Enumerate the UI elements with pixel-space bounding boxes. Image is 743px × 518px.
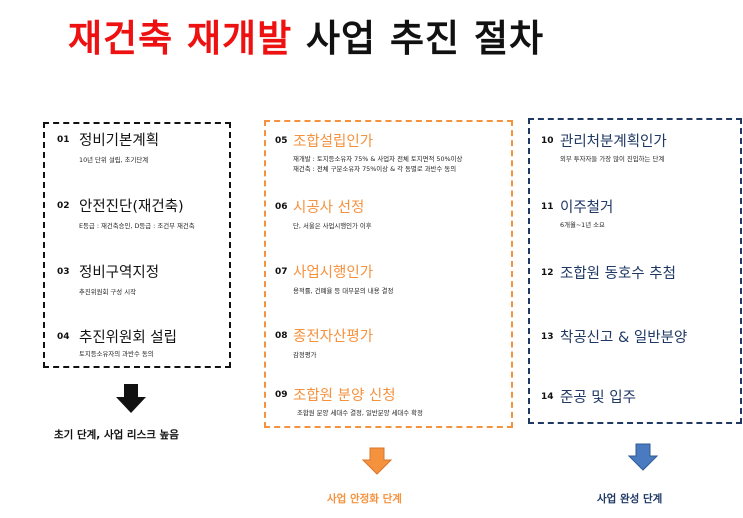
step-label: 시공사 선정 bbox=[293, 200, 365, 216]
step-number: 11 bbox=[541, 202, 554, 212]
step-number: 12 bbox=[541, 268, 554, 278]
step-number: 06 bbox=[275, 202, 288, 212]
step-description: 용적률, 건폐율 등 대부분의 내용 결정 bbox=[293, 287, 394, 295]
step-description: 감정평가 bbox=[293, 351, 317, 359]
step-label: 안전진단(재건축) bbox=[79, 199, 184, 215]
step-description: 토지등소유자의 과반수 동의 bbox=[79, 350, 154, 358]
step-label: 조합원 동호수 추첨 bbox=[560, 266, 676, 282]
step-description: 재개발 : 토지등소유자 75% & 사업자 전체 토지면적 50%이상 bbox=[293, 155, 463, 163]
step-number: 13 bbox=[541, 332, 554, 342]
step-number: 03 bbox=[57, 267, 70, 277]
phase-box-stabilization: 05 조합설립인가 재개발 : 토지등소유자 75% & 사업자 전체 토지면적… bbox=[264, 120, 513, 428]
page-title: 재건축 재개발 사업 추진 절차 bbox=[68, 14, 544, 64]
step-number: 01 bbox=[57, 135, 70, 145]
step-number: 08 bbox=[275, 331, 288, 341]
step-description: 10년 단위 설립, 초기단계 bbox=[79, 156, 149, 164]
step-label: 조합설립인가 bbox=[293, 134, 374, 150]
title-highlight: 재건축 재개발 bbox=[68, 17, 293, 60]
step-label: 조합원 분양 신청 bbox=[293, 388, 396, 404]
phase-box-completion: 10 관리처분계획인가 외부 투자자들 가장 많이 진입하는 단계 11 이주철… bbox=[528, 118, 742, 424]
step-description: 재건축 : 전체 구분소유자 75%이상 & 각 동별로 과반수 동의 bbox=[293, 165, 457, 173]
phase-box-initial: 01 정비기본계획 10년 단위 설립, 초기단계 02 안전진단(재건축) E… bbox=[43, 122, 231, 368]
step-number: 09 bbox=[275, 390, 288, 400]
step-label: 정비기본계획 bbox=[79, 133, 160, 149]
step-label: 사업시행인가 bbox=[293, 265, 374, 281]
step-number: 04 bbox=[57, 332, 70, 342]
step-description: 6개월~1년 소요 bbox=[560, 221, 605, 229]
step-description: E등급 : 재건축승인, D등급 : 조건부 재건축 bbox=[79, 222, 195, 230]
step-number: 10 bbox=[541, 136, 554, 146]
step-number: 02 bbox=[57, 201, 70, 211]
step-label: 종전자산평가 bbox=[293, 329, 374, 345]
step-number: 05 bbox=[275, 136, 288, 146]
stage-label-stabilization: 사업 안정화 단계 bbox=[327, 493, 402, 505]
step-description: 조합원 분양 세대수 결정, 일반분양 세대수 확정 bbox=[297, 409, 423, 417]
step-number: 07 bbox=[275, 267, 288, 277]
step-label: 착공신고 & 일반분양 bbox=[560, 330, 688, 346]
step-description: 단, 서울은 사업시행인가 이후 bbox=[293, 222, 372, 230]
step-label: 정비구역지정 bbox=[79, 265, 160, 281]
step-label: 이주철거 bbox=[560, 200, 614, 216]
step-number: 14 bbox=[541, 392, 554, 402]
step-label: 준공 및 입주 bbox=[560, 390, 636, 406]
arrow-down-icon bbox=[362, 447, 392, 475]
step-description: 외부 투자자들 가장 많이 진입하는 단계 bbox=[560, 155, 665, 163]
step-label: 관리처분계획인가 bbox=[560, 134, 667, 150]
step-label: 추진위원회 설립 bbox=[79, 330, 177, 346]
stage-label-completion: 사업 완성 단계 bbox=[597, 493, 663, 505]
arrow-down-icon bbox=[628, 443, 658, 471]
title-rest: 사업 추진 절차 bbox=[306, 17, 545, 60]
arrow-down-icon bbox=[116, 384, 146, 413]
step-description: 추진위원회 구성 시작 bbox=[79, 288, 136, 296]
stage-label-initial: 초기 단계, 사업 리스크 높음 bbox=[54, 429, 179, 441]
